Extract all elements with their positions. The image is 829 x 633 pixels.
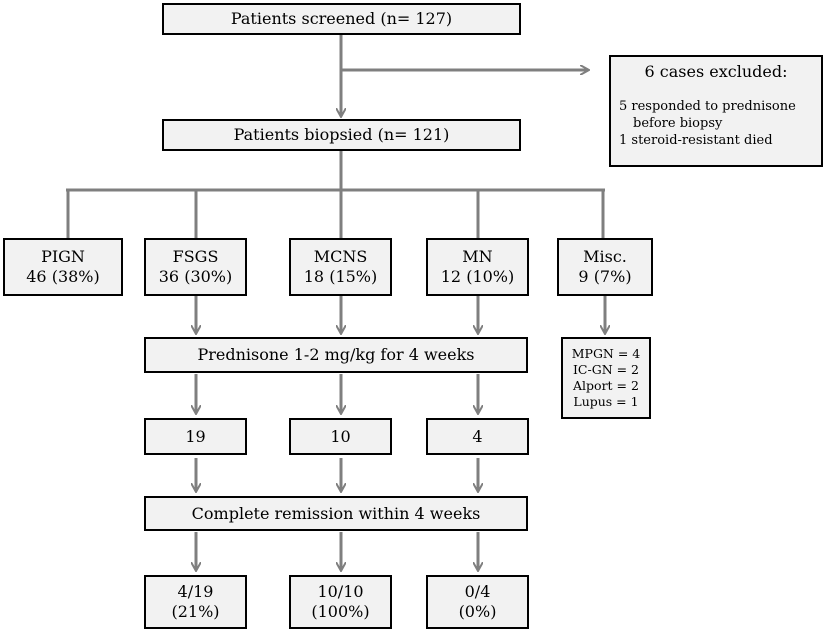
group-mn-box: MN 12 (10%) bbox=[426, 238, 529, 296]
treated-count-value: 10 bbox=[330, 426, 351, 446]
outcome-mn-box: 0/4 (0%) bbox=[426, 575, 529, 629]
group-name: PIGN bbox=[41, 247, 85, 266]
group-mcns-box: MCNS 18 (15%) bbox=[289, 238, 392, 296]
group-count: 9 (7%) bbox=[578, 267, 632, 286]
outcome-mcns-box: 10/10 (100%) bbox=[289, 575, 392, 629]
remission-label: Complete remission within 4 weeks bbox=[191, 503, 481, 523]
outcome-ratio: 0/4 bbox=[464, 582, 491, 601]
excluded-line-1: 5 responded to prednisone bbox=[619, 99, 796, 114]
outcome-percent: (100%) bbox=[311, 602, 370, 621]
outcome-percent: (0%) bbox=[458, 602, 497, 621]
excluded-title: 6 cases excluded: bbox=[644, 62, 788, 81]
misc-item: MPGN = 4 bbox=[571, 346, 641, 361]
treated-count-mcns: 10 bbox=[289, 418, 392, 455]
group-name: Misc. bbox=[583, 247, 627, 266]
group-fsgs-box: FSGS 36 (30%) bbox=[144, 238, 247, 296]
misc-item: Lupus = 1 bbox=[573, 394, 639, 409]
group-count: 36 (30%) bbox=[158, 267, 233, 286]
treated-count-mn: 4 bbox=[426, 418, 529, 455]
group-count: 46 (38%) bbox=[26, 267, 100, 286]
excluded-line-2: before biopsy bbox=[633, 116, 723, 131]
screened-box: Patients screened (n= 127) bbox=[162, 3, 521, 35]
outcome-percent: (21%) bbox=[171, 602, 220, 621]
group-count: 12 (10%) bbox=[440, 267, 515, 286]
group-pign-box: PIGN 46 (38%) bbox=[3, 238, 123, 296]
treated-count-fsgs: 19 bbox=[144, 418, 247, 455]
excluded-line-3: 1 steroid-resistant died bbox=[619, 133, 773, 148]
group-misc-box: Misc. 9 (7%) bbox=[557, 238, 653, 296]
group-name: MCNS bbox=[313, 247, 368, 266]
screened-label: Patients screened (n= 127) bbox=[230, 9, 453, 28]
treated-count-value: 4 bbox=[472, 426, 483, 446]
excluded-box: 6 cases excluded: 5 responded to prednis… bbox=[609, 55, 823, 167]
remission-box: Complete remission within 4 weeks bbox=[144, 496, 528, 531]
group-name: FSGS bbox=[172, 247, 219, 266]
outcome-fsgs-box: 4/19 (21%) bbox=[144, 575, 247, 629]
treatment-label: Prednisone 1-2 mg/kg for 4 weeks bbox=[197, 345, 475, 364]
misc-item: Alport = 2 bbox=[573, 378, 639, 393]
biopsied-box: Patients biopsied (n= 121) bbox=[162, 119, 521, 151]
outcome-ratio: 4/19 bbox=[177, 582, 214, 601]
group-count: 18 (15%) bbox=[303, 267, 378, 286]
misc-breakdown-box: MPGN = 4 IC-GN = 2 Alport = 2 Lupus = 1 bbox=[561, 337, 651, 419]
treated-count-value: 19 bbox=[185, 426, 206, 446]
biopsied-label: Patients biopsied (n= 121) bbox=[233, 125, 450, 144]
group-name: MN bbox=[462, 247, 493, 266]
outcome-ratio: 10/10 bbox=[317, 582, 364, 601]
misc-item: IC-GN = 2 bbox=[572, 362, 640, 377]
treatment-box: Prednisone 1-2 mg/kg for 4 weeks bbox=[144, 337, 528, 373]
